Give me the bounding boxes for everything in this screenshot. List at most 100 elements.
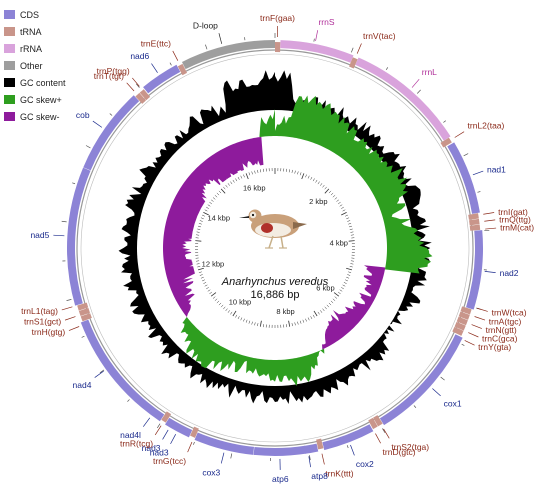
label-leader	[321, 453, 325, 465]
label-leader	[356, 43, 362, 54]
scale-tick	[324, 306, 327, 310]
scale-tick	[214, 298, 218, 301]
scale-tick	[197, 266, 201, 268]
scale-tick	[218, 190, 222, 194]
scale-tick	[197, 225, 202, 228]
kbp-label: 10 kbp	[229, 298, 252, 307]
scale-tick	[227, 310, 230, 313]
scale-tick	[349, 266, 353, 268]
scale-tick	[218, 302, 222, 306]
gene-nad4l-arc	[141, 401, 165, 422]
gene-label: rrnS	[318, 17, 334, 27]
label-leader	[383, 428, 390, 439]
scale-tick	[254, 170, 256, 174]
gene-label: atp8	[311, 471, 328, 481]
scale-tick	[346, 276, 350, 279]
gene-trnq-ttg--arc	[469, 218, 480, 226]
gene-label: trnQ(ttg)	[499, 214, 531, 224]
scale-tick	[207, 204, 211, 207]
scale-tick	[203, 282, 207, 284]
gc-skew-track	[163, 95, 433, 387]
outer-tick	[72, 182, 76, 185]
gene-label: nad2	[500, 268, 519, 278]
gene-atp6-arc	[253, 445, 307, 456]
scale-tick	[313, 310, 318, 317]
scale-tick	[348, 225, 353, 228]
outer-tick	[66, 299, 72, 301]
gene-nad2-arc	[466, 230, 484, 310]
scale-tick	[202, 279, 205, 282]
scale-tick	[305, 174, 307, 178]
scale-tick	[345, 279, 348, 282]
scale-tick	[315, 179, 318, 183]
gene-label: trnL1(tag)	[21, 306, 58, 316]
gene-trnl1-tag--arc	[77, 302, 89, 311]
scale-tick	[342, 284, 346, 287]
scale-tick	[324, 188, 330, 194]
scale-tick	[291, 323, 293, 327]
gene-trns2-tga--arc	[373, 415, 383, 427]
scale-tick	[200, 217, 204, 220]
scale-tick	[209, 291, 213, 295]
gene-label: cox3	[202, 467, 220, 477]
outer-tick	[440, 376, 445, 381]
gene-nad6-arc	[143, 64, 181, 94]
scale-tick	[317, 311, 320, 315]
scale-tick	[243, 174, 245, 178]
gene-trnc-gca--arc	[454, 321, 466, 331]
gene-label: trnR(tcg)	[120, 438, 153, 448]
scale-tick	[243, 318, 245, 322]
scale-tick	[248, 320, 251, 324]
scale-tick	[346, 267, 353, 271]
scale-tick	[220, 188, 226, 194]
scale-tick	[211, 199, 214, 202]
scale-tick	[206, 206, 209, 209]
label-leader	[218, 33, 223, 44]
scale-tick	[237, 316, 240, 320]
scale-tick	[348, 240, 355, 242]
scale-tick	[197, 228, 201, 230]
scale-tick	[209, 201, 213, 205]
gene-trni-gat--arc	[468, 213, 479, 220]
gene-trnp-tgg--arc	[139, 89, 151, 101]
scale-tick	[299, 320, 302, 324]
label-leader	[471, 324, 482, 329]
scale-tick	[299, 172, 302, 176]
label-leader	[61, 306, 73, 311]
scale-tick	[322, 308, 325, 312]
scale-tick	[328, 190, 332, 194]
scale-tick	[214, 195, 218, 198]
scale-tick	[257, 323, 259, 327]
label-leader	[220, 452, 225, 464]
gene-track	[67, 40, 484, 456]
outer-tick	[313, 38, 315, 42]
scale-tick	[341, 211, 347, 216]
scale-tick	[207, 289, 211, 292]
label-leader	[484, 271, 496, 273]
scale-tick	[198, 223, 202, 225]
label-leader	[315, 30, 319, 42]
gene-label: trnS2(tga)	[391, 442, 429, 452]
label-leader	[126, 82, 135, 92]
scale-tick	[259, 320, 262, 327]
label-leader	[485, 227, 497, 230]
scale-tick	[230, 311, 233, 315]
scale-tick	[196, 231, 200, 233]
scale-tick	[235, 314, 238, 318]
gene-label: nad3	[142, 443, 161, 453]
scale-tick	[320, 183, 323, 186]
gene-label: trnG(tcc)	[153, 456, 186, 466]
label-leader	[308, 456, 311, 468]
outer-tick	[169, 62, 172, 66]
scale-tick	[348, 271, 352, 273]
gene-rrns-arc	[280, 40, 354, 63]
kbp-label: 4 kbp	[330, 239, 348, 248]
gene-label: trnC(gca)	[482, 334, 518, 344]
outer-tick	[81, 335, 85, 338]
scale-tick	[240, 175, 243, 179]
kbp-label: 14 kbp	[207, 213, 230, 222]
gc-skew-positive	[163, 95, 433, 387]
scale-tick	[310, 176, 313, 180]
scale-tick	[345, 214, 348, 217]
gene-label: atp6	[272, 474, 289, 484]
